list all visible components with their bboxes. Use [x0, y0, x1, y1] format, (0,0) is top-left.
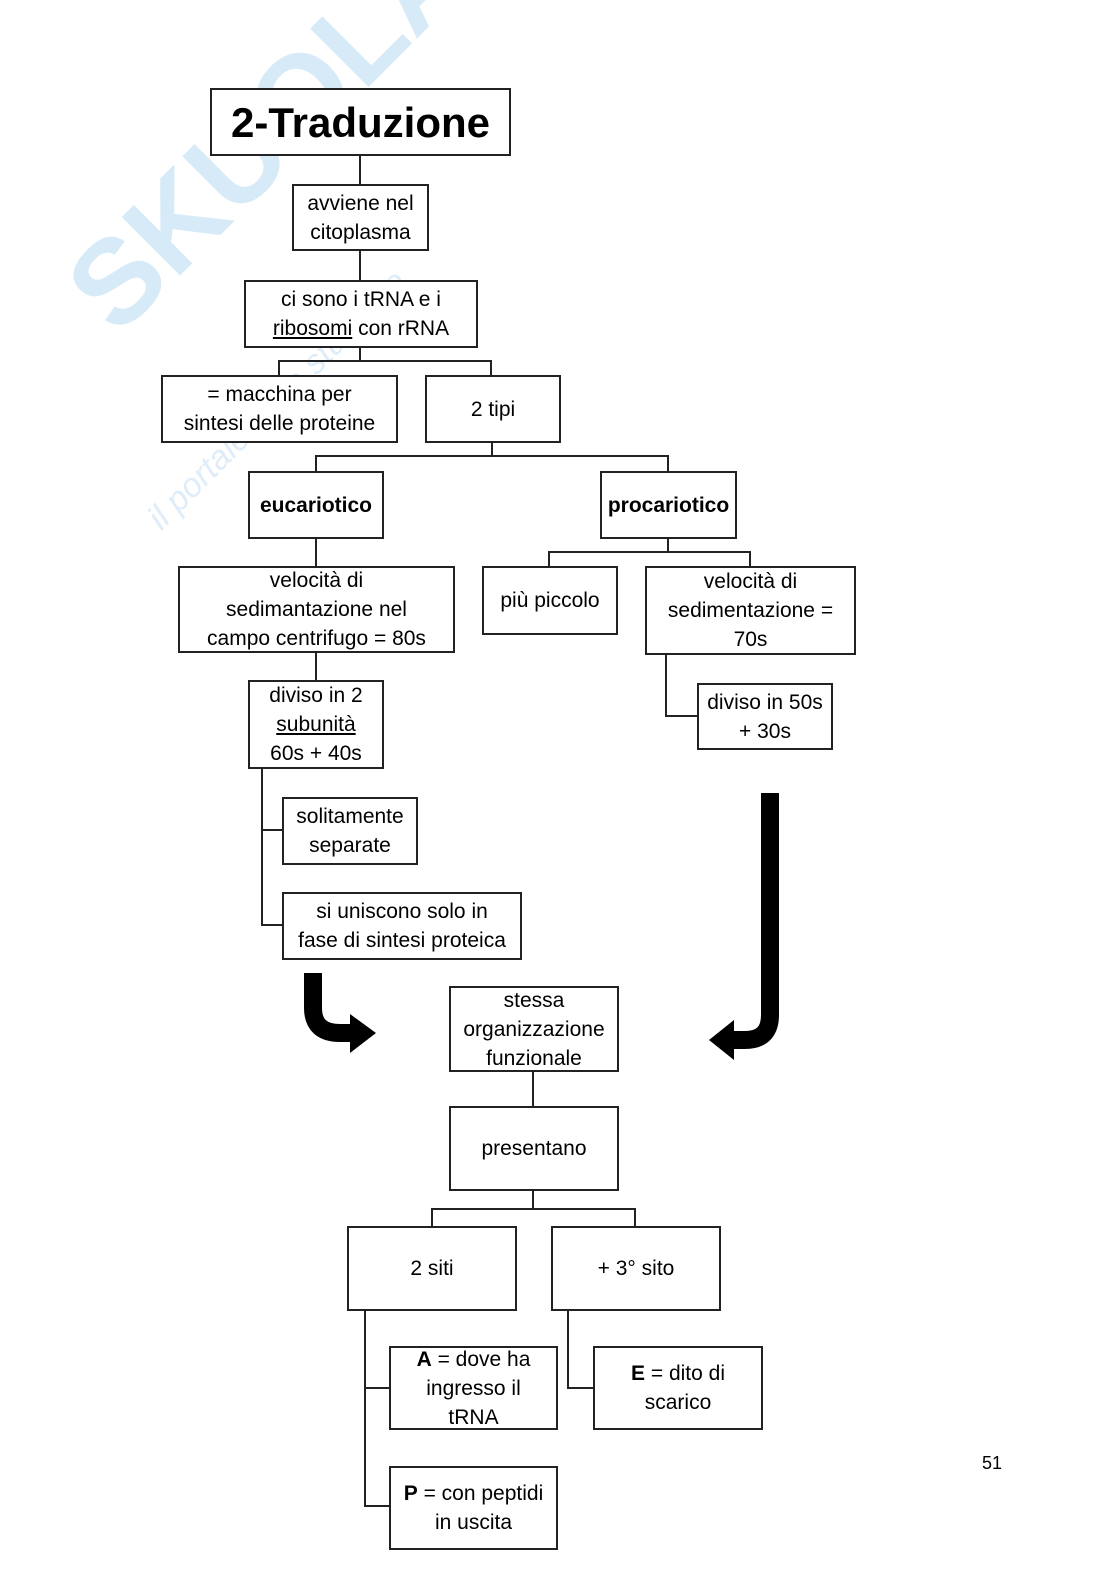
text-underlined: subunità	[276, 713, 356, 736]
node-eucariotico: eucariotico	[248, 471, 384, 539]
node-macchina: = macchina per sintesi delle proteine	[161, 375, 398, 443]
node-sito-p: P = con peptidi in uscita	[389, 1466, 558, 1550]
node-ci-sono: ci sono i tRNA e i ribosomi con rRNA	[244, 280, 478, 348]
node-piu-piccolo: più piccolo	[482, 566, 618, 635]
node-sito-a: A = dove ha ingresso il tRNA	[389, 1346, 558, 1430]
text: 60s + 40s	[270, 742, 362, 765]
text: = dito di scarico	[644, 1362, 725, 1414]
text: = con peptidi in uscita	[423, 1482, 544, 1534]
node-procariotico: procariotico	[600, 471, 737, 539]
node-diviso-eucariotico: diviso in 2 subunità 60s + 40s	[248, 680, 384, 769]
node-sito-e: E = dito di scarico	[593, 1346, 763, 1430]
page-number: 51	[982, 1453, 1003, 1473]
node-terzo-sito: + 3° sito	[551, 1226, 721, 1311]
connector	[548, 538, 751, 566]
connector	[278, 347, 492, 375]
site-letter: P	[403, 1482, 418, 1505]
text: con rRNA	[352, 317, 450, 340]
node-presentano: presentano	[449, 1106, 619, 1191]
node-avviene: avviene nel citoplasma	[292, 184, 429, 251]
text: ci sono i tRNA e i	[281, 288, 441, 311]
connector	[315, 442, 669, 471]
node-stessa-organizzazione: stessa organizzazione funzionale	[449, 986, 619, 1072]
connector	[567, 1310, 593, 1389]
site-letter: A	[416, 1347, 432, 1371]
node-2-tipi: 2 tipi	[425, 375, 561, 443]
text: diviso in 2	[269, 684, 363, 707]
site-letter: E	[631, 1362, 646, 1385]
connector	[261, 768, 282, 926]
node-velocita-eucariotico: velocità di sedimantazione nel campo cen…	[178, 566, 455, 653]
text: = dove ha ingresso il tRNA	[426, 1347, 531, 1429]
text-underlined: ribosomi	[272, 317, 353, 340]
connector	[665, 654, 697, 717]
node-si-uniscono: si uniscono solo in fase di sintesi prot…	[282, 892, 522, 960]
node-solitamente: solitamente separate	[282, 797, 418, 865]
connector	[364, 1310, 389, 1507]
title-box: 2-Traduzione	[210, 88, 511, 156]
node-2-siti: 2 siti	[347, 1226, 517, 1311]
node-velocita-procariotico: velocità di sedimentazione = 70s	[645, 566, 856, 655]
connector	[431, 1190, 636, 1226]
node-diviso-procariotico: diviso in 50s + 30s	[697, 683, 833, 750]
